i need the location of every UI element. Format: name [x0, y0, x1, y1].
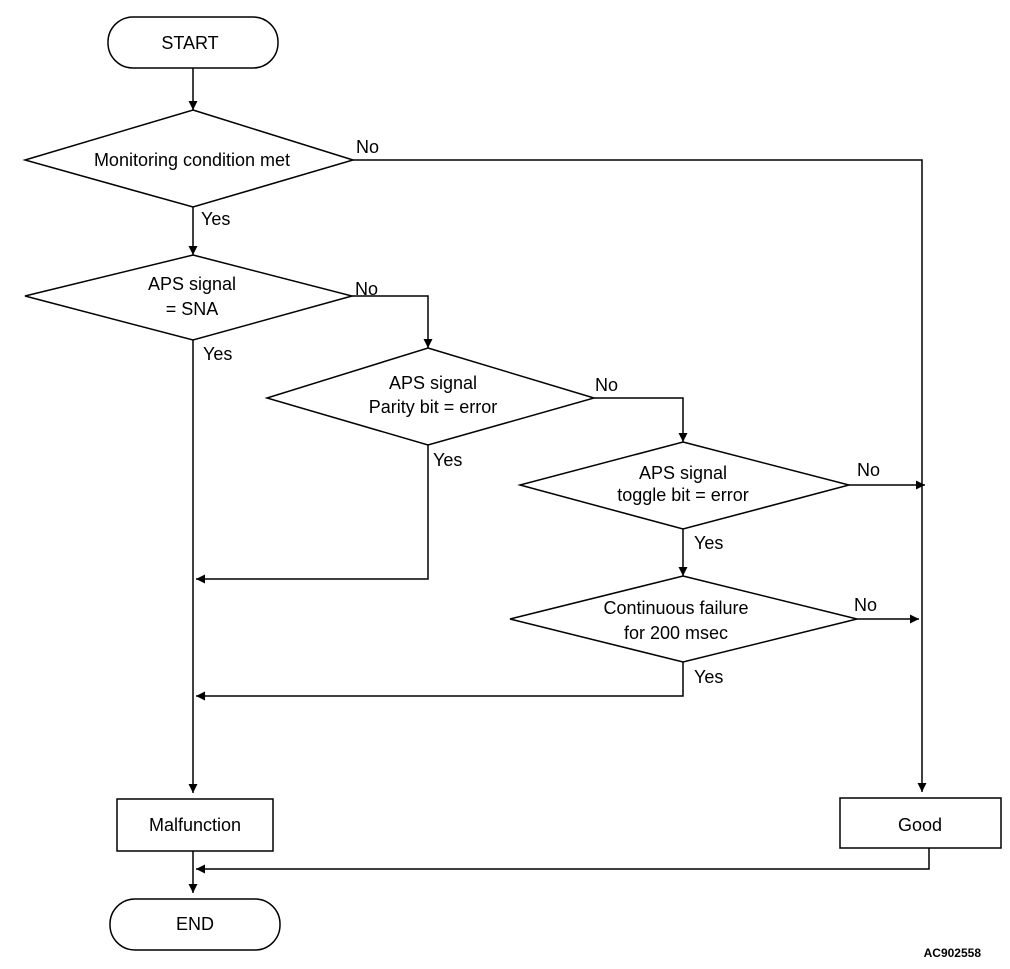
edge-monitoring-no — [353, 159, 927, 792]
decision-toggle-line2: toggle bit = error — [617, 485, 749, 505]
decision-continuous-line1: Continuous failure — [603, 598, 748, 618]
process-malfunction-label: Malfunction — [149, 815, 241, 835]
decision-parity-line1: APS signal — [389, 373, 477, 393]
connectors — [188, 68, 930, 893]
label-parity-no: No — [595, 375, 618, 395]
edge-parity-no — [594, 397, 688, 442]
decision-continuous: Continuous failure for 200 msec — [509, 575, 858, 663]
label-continuous-no: No — [854, 595, 877, 615]
label-toggle-yes: Yes — [694, 533, 723, 553]
decision-monitoring-label: Monitoring condition met — [94, 150, 290, 170]
label-monitoring-yes: Yes — [201, 209, 230, 229]
process-good-label: Good — [898, 815, 942, 835]
decision-aps-sna-line1: APS signal — [148, 274, 236, 294]
label-toggle-no: No — [857, 460, 880, 480]
start-label: START — [161, 33, 218, 53]
figure-code: AC902558 — [924, 946, 982, 960]
decision-parity-line2: Parity bit = error — [369, 397, 498, 417]
end-terminator: END — [109, 898, 281, 951]
decision-toggle: APS signal toggle bit = error — [517, 441, 852, 530]
label-monitoring-no: No — [356, 137, 379, 157]
label-sna-yes: Yes — [203, 344, 232, 364]
process-malfunction: Malfunction — [116, 798, 274, 852]
label-continuous-yes: Yes — [694, 667, 723, 687]
end-label: END — [176, 914, 214, 934]
decision-aps-sna: APS signal = SNA — [24, 254, 355, 341]
label-parity-yes: Yes — [433, 450, 462, 470]
decision-continuous-line2: for 200 msec — [624, 623, 728, 643]
edge-parity-yes — [196, 445, 429, 584]
edge-continuous-yes — [196, 662, 684, 701]
decision-parity: APS signal Parity bit = error — [264, 347, 597, 446]
label-sna-no: No — [355, 279, 378, 299]
edge-good-to-end — [196, 848, 930, 874]
process-good: Good — [839, 797, 1002, 849]
start-terminator: START — [107, 16, 279, 69]
edge-sna-no — [352, 295, 433, 348]
branch-labels: No Yes No Yes No Yes No Yes No Yes — [201, 137, 880, 687]
decision-monitoring: Monitoring condition met — [22, 109, 356, 208]
decision-toggle-line1: APS signal — [639, 463, 727, 483]
decision-aps-sna-line2: = SNA — [166, 299, 219, 319]
